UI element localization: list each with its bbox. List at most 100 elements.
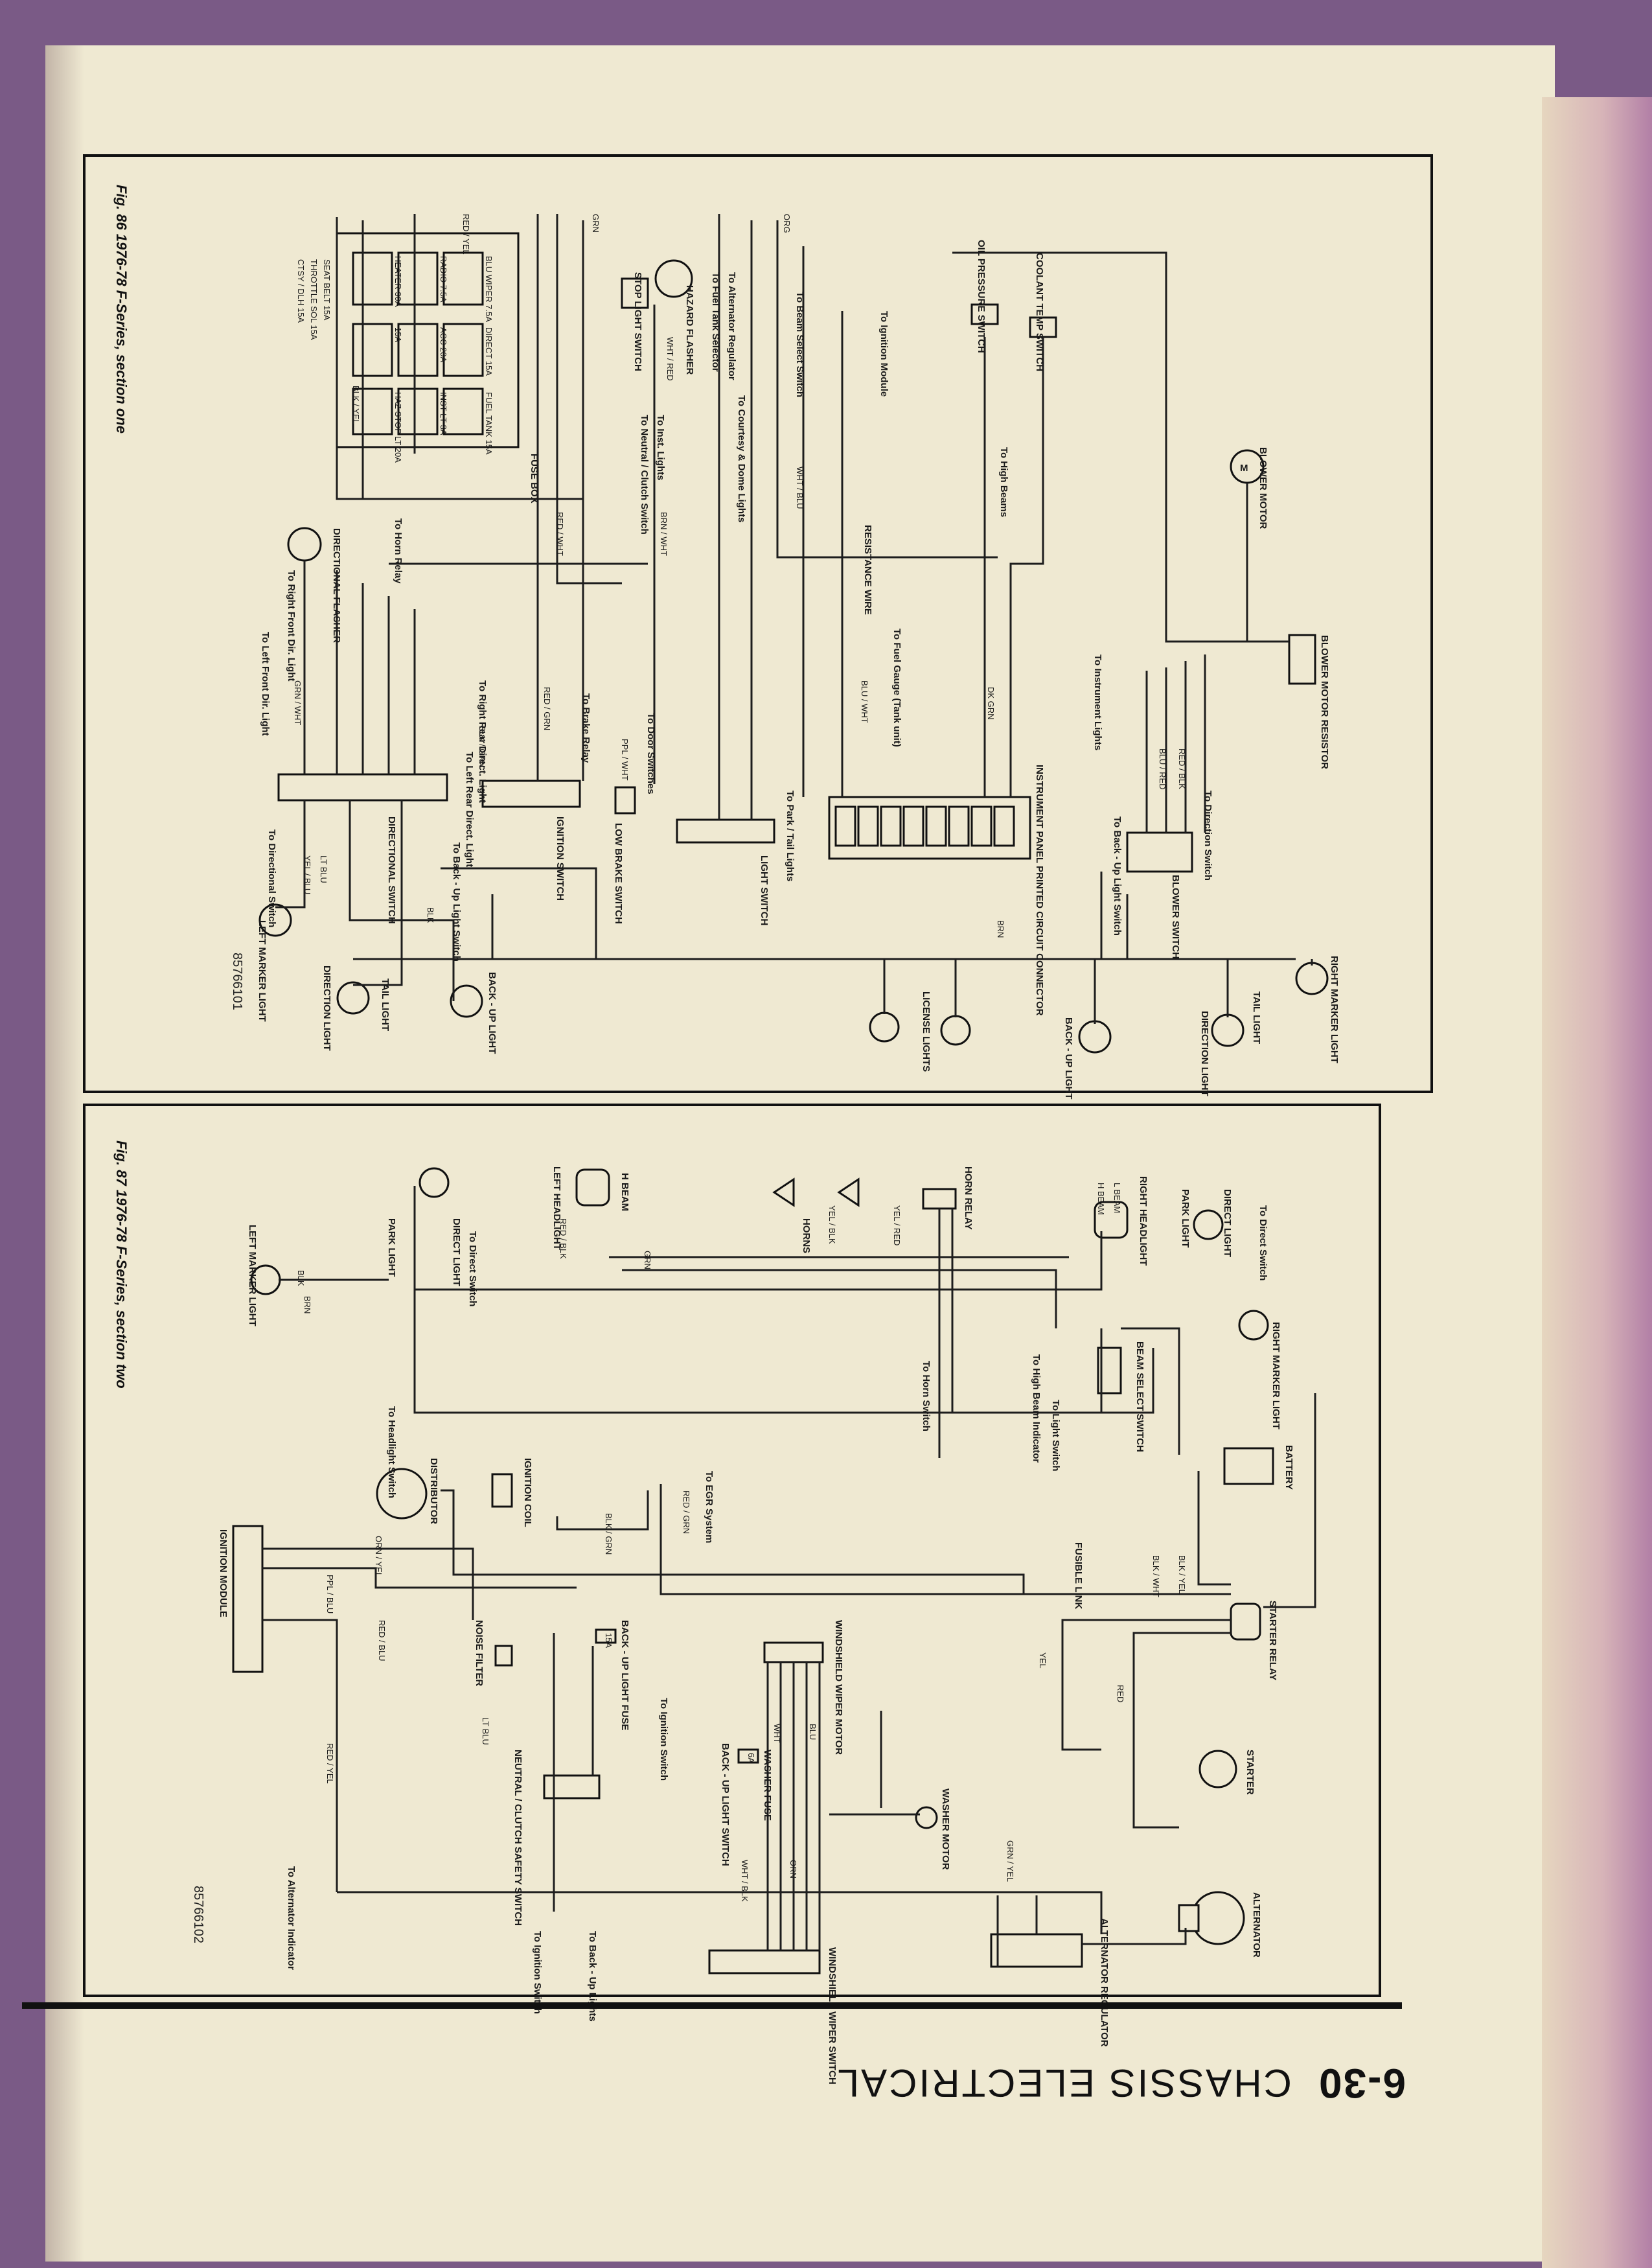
ignition-coil-label: IGNITION COIL <box>522 1458 533 1527</box>
light-switch-label: LIGHT SWITCH <box>759 855 770 925</box>
page-binding-shadow <box>45 45 84 2262</box>
svg-text:BACK - UP LIGHT: BACK - UP LIGHT <box>1063 1017 1074 1099</box>
svg-text:BLK / WHT: BLK / WHT <box>1151 1555 1161 1597</box>
svg-text:WASHER FUSE: WASHER FUSE <box>762 1750 773 1821</box>
svg-text:DIRECT LIGHT: DIRECT LIGHT <box>1222 1189 1233 1257</box>
svg-text:BACK - UP LIGHT: BACK - UP LIGHT <box>487 972 498 1054</box>
svg-text:BACK - UP LIGHT FUSE: BACK - UP LIGHT FUSE <box>619 1620 630 1731</box>
oil-pressure-switch <box>970 303 999 325</box>
battery-label: BATTERY <box>1283 1445 1294 1490</box>
svg-text:WHT: WHT <box>772 1724 782 1743</box>
svg-text:To Headlight Switch: To Headlight Switch <box>386 1406 397 1498</box>
svg-text:To Light Switch: To Light Switch <box>1050 1400 1061 1472</box>
svg-text:To Right Front Dir. Light: To Right Front Dir. Light <box>286 570 297 681</box>
svg-text:BLK / GRN: BLK / GRN <box>477 726 487 767</box>
figure-86-code: 85766101 <box>230 953 244 1010</box>
svg-text:PARK LIGHT: PARK LIGHT <box>1180 1189 1191 1248</box>
svg-text:RED / YEL: RED / YEL <box>325 1743 335 1784</box>
blower-switch-label: BLOWER SWITCH <box>1170 875 1181 959</box>
svg-text:To Courtesy & Dome Lights: To Courtesy & Dome Lights <box>736 395 747 522</box>
figure-87-caption: Fig. 87 1976-78 F-Series, section two <box>113 1140 130 1389</box>
left-marker-light <box>258 903 292 937</box>
battery <box>1223 1447 1274 1485</box>
svg-text:6A: 6A <box>746 1753 756 1763</box>
back-up-light-fuse <box>595 1628 617 1644</box>
svg-text:To Right Rear Direct. Light: To Right Rear Direct. Light <box>477 680 488 803</box>
svg-text:FUSIBLE LINK: FUSIBLE LINK <box>1073 1542 1084 1609</box>
svg-text:BLK / YEL: BLK / YEL <box>351 386 361 424</box>
svg-text:L BEAM: L BEAM <box>1112 1183 1122 1213</box>
ignition-module <box>232 1525 264 1673</box>
directional-switch-label: DIRECTIONAL SWITCH <box>386 816 397 924</box>
washer-motor <box>915 1806 938 1829</box>
figure-87-frame <box>83 1104 1381 1997</box>
svg-text:To Ignition Module: To Ignition Module <box>878 311 889 397</box>
svg-text:To Left Rear Direct. Light: To Left Rear Direct. Light <box>464 752 475 867</box>
alternator-plug <box>1178 1904 1200 1932</box>
svg-text:YEL: YEL <box>1038 1652 1048 1669</box>
svg-text:To Instrument Lights: To Instrument Lights <box>1092 654 1103 750</box>
right-direction-light <box>1211 1013 1245 1047</box>
svg-text:PARK LIGHT: PARK LIGHT <box>386 1218 397 1277</box>
svg-text:RED / WHT: RED / WHT <box>555 512 565 556</box>
fuse-grid <box>352 251 484 435</box>
svg-text:To Fuel Tank Selector: To Fuel Tank Selector <box>710 272 721 372</box>
svg-text:To Direction Switch: To Direction Switch <box>1202 791 1213 881</box>
svg-text:LOW BRAKE SWITCH: LOW BRAKE SWITCH <box>613 823 624 924</box>
svg-text:GRN: GRN <box>591 214 601 233</box>
svg-text:YEL / BLU: YEL / BLU <box>303 855 312 894</box>
svg-text:GRN / WHT: GRN / WHT <box>293 680 303 725</box>
svg-text:WHT / RED: WHT / RED <box>665 337 675 381</box>
neutral-clutch-safety-switch <box>543 1774 601 1799</box>
svg-text:To Back - Up Light Switch: To Back - Up Light Switch <box>451 842 462 962</box>
wiper-switch-label: WINDSHIELD WIPER SWITCH <box>827 1947 838 2085</box>
svg-text:CTSY / DLH 15A: CTSY / DLH 15A <box>296 259 306 323</box>
left-headlight <box>575 1168 610 1207</box>
svg-text:RED / GRN: RED / GRN <box>542 687 552 730</box>
left-marker-label-2: LEFT MARKER LIGHT <box>247 1225 258 1326</box>
right-marker-light <box>1295 962 1329 995</box>
svg-text:RED / GRN: RED / GRN <box>682 1490 691 1534</box>
svg-text:To Alternator Indicator: To Alternator Indicator <box>286 1866 297 1970</box>
svg-text:PPL / BLU: PPL / BLU <box>325 1575 335 1614</box>
svg-text:BLK / GRN: BLK / GRN <box>604 1513 614 1555</box>
svg-text:To Ignition Switch: To Ignition Switch <box>658 1698 669 1781</box>
svg-text:To Direct Switch: To Direct Switch <box>467 1231 478 1306</box>
figure-86-caption: Fig. 86 1976-78 F-Series, section one <box>113 185 130 434</box>
svg-text:DK GRN: DK GRN <box>986 687 996 720</box>
svg-text:To Neutral / Clutch Switch: To Neutral / Clutch Switch <box>639 415 650 535</box>
svg-text:BLU: BLU <box>808 1724 818 1740</box>
svg-text:ORN / YEL: ORN / YEL <box>374 1536 384 1577</box>
right-park-direct-light <box>1193 1209 1224 1240</box>
svg-text:LT BLU: LT BLU <box>319 855 328 883</box>
page-stack-edge <box>1542 97 1652 2268</box>
right-backup-light <box>1078 1020 1112 1054</box>
svg-text:ORN: ORN <box>788 1860 798 1879</box>
svg-text:H BEAM: H BEAM <box>1096 1183 1106 1215</box>
svg-text:FUEL TANK 15A: FUEL TANK 15A <box>484 392 494 455</box>
svg-text:To Beam Select Switch: To Beam Select Switch <box>794 292 805 397</box>
svg-text:TAIL LIGHT: TAIL LIGHT <box>380 978 391 1031</box>
stop-light-switch <box>621 277 649 309</box>
svg-text:DIRECTION LIGHT: DIRECTION LIGHT <box>321 966 332 1051</box>
directional-flasher-label: DIRECTIONAL FLASHER <box>331 528 342 643</box>
svg-text:RIGHT MARKER LIGHT: RIGHT MARKER LIGHT <box>1329 956 1340 1063</box>
svg-text:To Directional Switch: To Directional Switch <box>266 829 277 927</box>
svg-text:ACC 20A: ACC 20A <box>439 327 448 363</box>
svg-text:COOLANT TEMP SWITCH: COOLANT TEMP SWITCH <box>1034 253 1045 371</box>
svg-text:STOP LIGHT SWITCH: STOP LIGHT SWITCH <box>632 272 643 371</box>
svg-text:YEL / RED: YEL / RED <box>892 1205 902 1245</box>
hazard-flasher <box>654 259 693 298</box>
fuse-box-label: FUSE BOX <box>529 454 540 503</box>
starter-relay <box>1230 1603 1261 1641</box>
left-park-direct-light <box>419 1167 450 1198</box>
svg-text:BLU / WHT: BLU / WHT <box>860 680 869 723</box>
svg-text:To High Beam Indicator: To High Beam Indicator <box>1031 1354 1042 1463</box>
svg-text:RED / BLU: RED / BLU <box>377 1620 387 1661</box>
svg-text:M: M <box>1240 463 1248 474</box>
directional-switch <box>277 773 448 802</box>
blower-motor-label: BLOWER MOTOR <box>1257 447 1268 529</box>
ignition-module-label: IGNITION MODULE <box>218 1529 229 1617</box>
svg-text:To High Beams: To High Beams <box>998 447 1009 517</box>
